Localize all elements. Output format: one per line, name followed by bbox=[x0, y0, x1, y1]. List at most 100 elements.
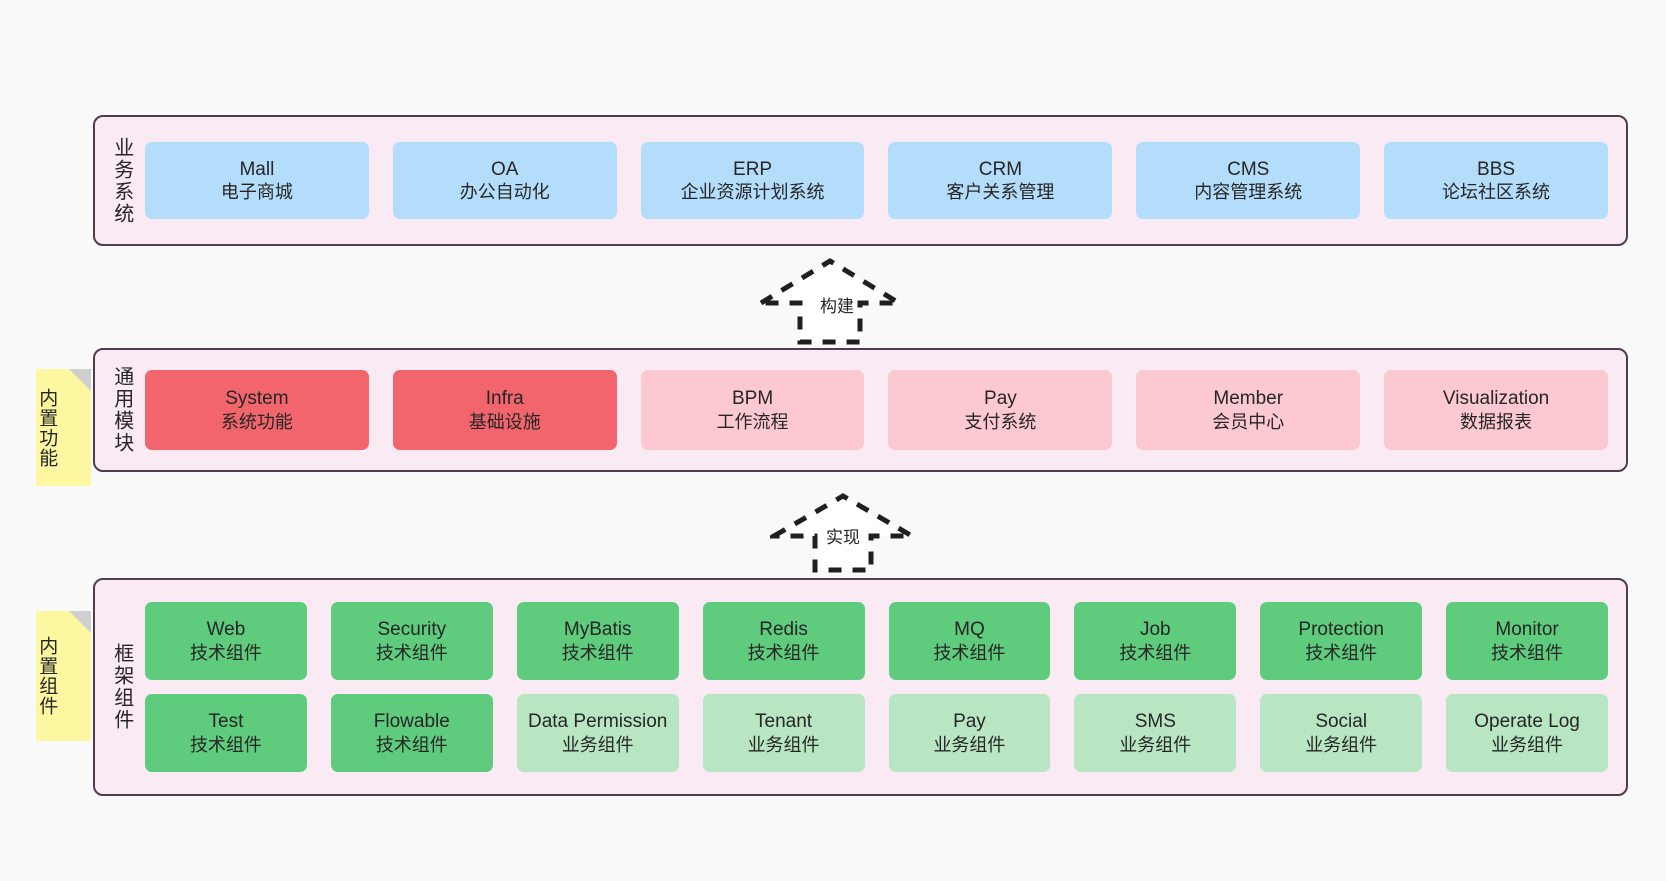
card-erp[interactable]: ERP 企业资源计划系统 bbox=[640, 142, 865, 219]
card-title: Flowable bbox=[373, 711, 450, 733]
sticky-note-builtin-components: 内置组件 bbox=[36, 611, 91, 741]
card-member[interactable]: Member 会员中心 bbox=[1136, 370, 1361, 450]
folded-corner-icon bbox=[69, 611, 91, 633]
card-subtitle: 数据报表 bbox=[1460, 411, 1533, 432]
card-title: Monitor bbox=[1495, 619, 1559, 641]
card-subtitle: 业务组件 bbox=[933, 734, 1006, 755]
card-subtitle: 企业资源计划系统 bbox=[680, 182, 825, 203]
card-infra[interactable]: Infra 基础设施 bbox=[392, 370, 617, 450]
card-row: Mall 电子商城 OA 办公自动化 ERP 企业资源计划系统 CRM 客户关系… bbox=[145, 142, 1608, 219]
card-title: CMS bbox=[1227, 158, 1270, 180]
card-protection[interactable]: Protection 技术组件 bbox=[1260, 602, 1423, 680]
card-title: BPM bbox=[731, 388, 774, 410]
card-row: System 系统功能 Infra 基础设施 BPM 工作流程 Pay 支付系统… bbox=[145, 370, 1608, 450]
card-subtitle: 技术组件 bbox=[189, 734, 262, 755]
card-subtitle: 内容管理系统 bbox=[1194, 182, 1303, 203]
card-title: Operate Log bbox=[1474, 711, 1580, 733]
card-title: MyBatis bbox=[563, 619, 632, 641]
card-visualization[interactable]: Visualization 数据报表 bbox=[1384, 370, 1608, 450]
arrow-implement-label: 实现 bbox=[826, 528, 860, 547]
card-title: Pay bbox=[953, 711, 986, 733]
card-title: Member bbox=[1213, 388, 1284, 410]
card-subtitle: 电子商城 bbox=[220, 182, 293, 203]
card-subtitle: 业务组件 bbox=[1305, 734, 1378, 755]
card-title: Data Permission bbox=[527, 711, 668, 733]
card-subtitle: 客户关系管理 bbox=[946, 182, 1055, 203]
card-mybatis[interactable]: MyBatis 技术组件 bbox=[516, 602, 679, 680]
card-grid-business: Mall 电子商城 OA 办公自动化 ERP 企业资源计划系统 CRM 客户关系… bbox=[141, 117, 1626, 244]
card-monitor[interactable]: Monitor 技术组件 bbox=[1446, 602, 1608, 680]
card-oa[interactable]: OA 办公自动化 bbox=[392, 142, 617, 219]
sticky-note-label: 内置组件 bbox=[36, 636, 58, 716]
card-title: Mall bbox=[239, 158, 275, 180]
card-title: System bbox=[225, 388, 289, 410]
folded-corner-icon bbox=[69, 369, 91, 391]
card-title: Protection bbox=[1298, 619, 1384, 641]
layer-common-modules: 通用模块 System 系统功能 Infra 基础设施 BPM 工作流程 Pay… bbox=[93, 348, 1628, 472]
card-title: Infra bbox=[485, 388, 524, 410]
layer-framework-components: 框架组件 Web 技术组件 Security 技术组件 MyBatis 技术组件… bbox=[93, 578, 1628, 796]
card-subtitle: 工作流程 bbox=[716, 411, 789, 432]
card-subtitle: 业务组件 bbox=[747, 734, 820, 755]
card-mall[interactable]: Mall 电子商城 bbox=[145, 142, 369, 219]
sticky-note-builtin-features: 内置功能 bbox=[36, 369, 91, 486]
card-subtitle: 会员中心 bbox=[1212, 411, 1285, 432]
arrow-build: 构建 bbox=[752, 256, 908, 346]
card-grid-framework: Web 技术组件 Security 技术组件 MyBatis 技术组件 Redi… bbox=[141, 580, 1626, 794]
arrow-build-label: 构建 bbox=[820, 297, 854, 316]
card-subtitle: 业务组件 bbox=[1119, 734, 1192, 755]
card-cms[interactable]: CMS 内容管理系统 bbox=[1136, 142, 1361, 219]
card-system[interactable]: System 系统功能 bbox=[145, 370, 369, 450]
card-crm[interactable]: CRM 客户关系管理 bbox=[888, 142, 1113, 219]
card-flowable[interactable]: Flowable 技术组件 bbox=[330, 694, 493, 772]
card-security[interactable]: Security 技术组件 bbox=[330, 602, 493, 680]
arrow-implement: 实现 bbox=[764, 491, 922, 573]
card-title: OA bbox=[491, 158, 519, 180]
card-operate-log[interactable]: Operate Log 业务组件 bbox=[1446, 694, 1608, 772]
card-title: Visualization bbox=[1442, 388, 1550, 410]
card-title: Test bbox=[208, 711, 244, 733]
dashed-up-arrow-icon bbox=[752, 258, 908, 345]
card-pay-component[interactable]: Pay 业务组件 bbox=[888, 694, 1051, 772]
sticky-note-label: 内置功能 bbox=[36, 387, 58, 468]
card-title: SMS bbox=[1134, 711, 1176, 733]
card-subtitle: 技术组件 bbox=[747, 642, 820, 663]
card-bbs[interactable]: BBS 论坛社区系统 bbox=[1384, 142, 1608, 219]
card-subtitle: 技术组件 bbox=[375, 734, 448, 755]
layer-title-business: 业务系统 bbox=[110, 136, 133, 225]
card-title: Redis bbox=[759, 619, 808, 641]
card-social[interactable]: Social 业务组件 bbox=[1260, 694, 1423, 772]
card-sms[interactable]: SMS 业务组件 bbox=[1074, 694, 1237, 772]
card-row: Web 技术组件 Security 技术组件 MyBatis 技术组件 Redi… bbox=[145, 602, 1608, 680]
card-subtitle: 技术组件 bbox=[561, 642, 634, 663]
card-subtitle: 技术组件 bbox=[375, 642, 448, 663]
card-bpm[interactable]: BPM 工作流程 bbox=[640, 370, 865, 450]
card-title: Job bbox=[1139, 619, 1171, 641]
card-subtitle: 基础设施 bbox=[468, 411, 541, 432]
card-title: Tenant bbox=[755, 711, 813, 733]
card-row: Test 技术组件 Flowable 技术组件 Data Permission … bbox=[145, 694, 1608, 772]
card-subtitle: 系统功能 bbox=[220, 411, 293, 432]
dashed-up-arrow-icon bbox=[764, 493, 922, 573]
card-test[interactable]: Test 技术组件 bbox=[145, 694, 307, 772]
card-title: BBS bbox=[1477, 158, 1516, 180]
card-subtitle: 论坛社区系统 bbox=[1442, 182, 1551, 203]
layer-title-modules: 通用模块 bbox=[110, 366, 133, 454]
card-web[interactable]: Web 技术组件 bbox=[145, 602, 307, 680]
card-subtitle: 业务组件 bbox=[1491, 734, 1564, 755]
card-subtitle: 技术组件 bbox=[933, 642, 1006, 663]
card-subtitle: 技术组件 bbox=[1119, 642, 1192, 663]
card-subtitle: 业务组件 bbox=[561, 734, 634, 755]
card-tenant[interactable]: Tenant 业务组件 bbox=[702, 694, 865, 772]
card-title: Pay bbox=[984, 388, 1017, 410]
card-mq[interactable]: MQ 技术组件 bbox=[888, 602, 1051, 680]
card-grid-modules: System 系统功能 Infra 基础设施 BPM 工作流程 Pay 支付系统… bbox=[141, 350, 1626, 470]
card-redis[interactable]: Redis 技术组件 bbox=[702, 602, 865, 680]
card-data-permission[interactable]: Data Permission 业务组件 bbox=[516, 694, 679, 772]
layer-business-systems: 业务系统 Mall 电子商城 OA 办公自动化 ERP 企业资源计划系统 CRM… bbox=[93, 115, 1628, 246]
card-job[interactable]: Job 技术组件 bbox=[1074, 602, 1237, 680]
layer-title-framework: 框架组件 bbox=[110, 643, 133, 731]
card-pay-module[interactable]: Pay 支付系统 bbox=[888, 370, 1113, 450]
card-title: Security bbox=[377, 619, 447, 641]
